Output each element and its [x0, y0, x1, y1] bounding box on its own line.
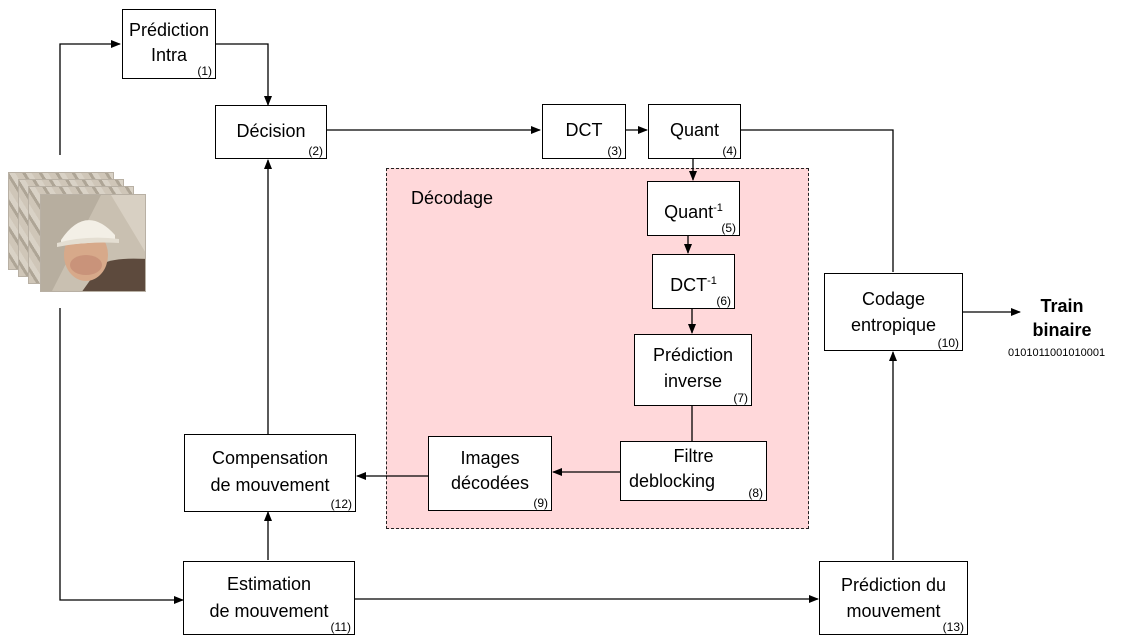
quant-block: Quant (4): [648, 104, 741, 159]
intra-prediction-block: Prédiction Intra (1): [122, 9, 216, 79]
inverse-quant-block: Quant-1 (5): [647, 181, 740, 236]
block-label: Prédiction: [652, 345, 734, 365]
deblocking-filter-block: Filtre deblocking (8): [620, 441, 767, 501]
output-label-line: binaire: [1032, 320, 1092, 340]
person-in-hardhat-image: [41, 195, 145, 291]
dct-block: DCT (3): [542, 104, 626, 159]
block-number: (7): [733, 391, 748, 405]
block-number: (3): [607, 144, 622, 158]
motion-prediction-block: Prédiction du mouvement (13): [819, 561, 968, 635]
block-number: (2): [308, 144, 323, 158]
block-number: (12): [330, 497, 352, 511]
block-number: (1): [197, 64, 212, 78]
motion-compensation-block: Compensation de mouvement (12): [184, 434, 356, 512]
block-number: (6): [716, 294, 731, 308]
block-label: Estimation: [226, 574, 312, 594]
block-label: entropique: [850, 315, 937, 335]
inverse-dct-block: DCT-1 (6): [652, 254, 735, 309]
block-label: de mouvement: [209, 601, 329, 621]
output-bitstream-label: Train binaire: [1022, 294, 1102, 342]
decoding-label: Décodage: [411, 188, 494, 208]
block-number: (11): [330, 620, 351, 634]
block-number: (13): [942, 620, 964, 634]
block-number: (5): [721, 221, 736, 235]
arrow-input-to-intra: [59, 40, 121, 155]
block-label: DCT-1: [670, 275, 717, 295]
inverse-prediction-block: Prédiction inverse (7): [634, 334, 752, 406]
output-label-line: Train: [1040, 296, 1084, 316]
decision-block: Décision (2): [215, 105, 327, 159]
decoded-images-block: Images décodées (9): [428, 436, 552, 511]
line-quant-to-entropy: [740, 129, 894, 272]
input-video-frames: [8, 172, 150, 292]
block-number: (8): [748, 486, 763, 500]
block-number: (10): [937, 336, 959, 350]
block-label: Prédiction du: [840, 575, 947, 595]
block-label: Filtre: [673, 446, 714, 466]
block-label: mouvement: [846, 601, 941, 621]
block-label: Images: [460, 448, 520, 468]
block-label: Quant-1: [664, 202, 723, 222]
block-label: Compensation: [211, 448, 329, 468]
motion-estimation-block: Estimation de mouvement (11): [183, 561, 355, 635]
block-label: DCT: [565, 120, 603, 140]
block-label: Intra: [150, 45, 188, 65]
block-label: Prédiction: [128, 20, 210, 40]
block-label: de mouvement: [210, 475, 330, 495]
block-number: (9): [533, 496, 548, 510]
arrow-intra-to-decision: [215, 43, 272, 106]
block-label: décodées: [450, 473, 530, 493]
block-label: Décision: [236, 121, 306, 141]
block-label: Codage: [861, 289, 926, 309]
block-label: Quant: [669, 120, 720, 140]
block-number: (4): [722, 144, 737, 158]
entropy-coding-block: Codage entropique (10): [824, 273, 963, 351]
arrow-input-to-motest: [59, 308, 184, 604]
block-label: deblocking: [629, 471, 716, 491]
output-bits: 0101011001010001: [1008, 347, 1106, 359]
block-label: inverse: [663, 371, 723, 391]
video-frame-front: [40, 194, 146, 292]
